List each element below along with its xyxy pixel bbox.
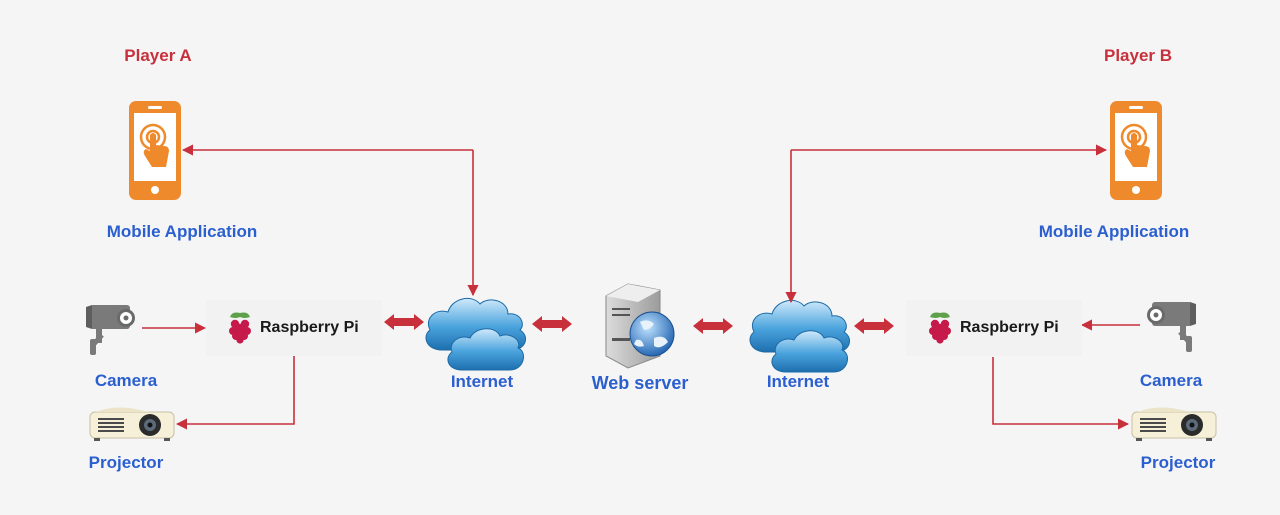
- raspberry-pi-a: Raspberry Pi: [206, 300, 382, 356]
- cloud-icon-b: [749, 299, 851, 373]
- raspberry-pi-b: Raspberry Pi: [906, 300, 1082, 356]
- double-arrow-cloud-rpi-b: [854, 318, 894, 334]
- raspberry-icon: [229, 312, 251, 344]
- cloud-icon-a: [425, 297, 527, 371]
- double-arrow-cloud-server-a: [532, 316, 572, 332]
- camera-icon-b: [1147, 302, 1196, 352]
- double-arrow-rpi-cloud-a: [384, 314, 424, 330]
- projector-icon-b: [1131, 407, 1217, 442]
- projector-label-a: Projector: [88, 453, 164, 472]
- camera-label-b: Camera: [1139, 371, 1203, 390]
- player-a-title: Player A: [124, 46, 192, 65]
- camera-icon-a: [86, 305, 135, 355]
- raspberry-icon: [929, 312, 951, 344]
- double-arrow-server-cloud-b: [693, 318, 733, 334]
- camera-label-a: Camera: [94, 371, 158, 390]
- web-server-label: Web server: [591, 373, 689, 393]
- player-b-title: Player B: [1103, 46, 1173, 65]
- raspberry-pi-label-b: Raspberry Pi: [960, 319, 1059, 336]
- phone-icon-a: [127, 99, 183, 202]
- projector-icon-a: [89, 407, 175, 442]
- internet-label-b: Internet: [766, 372, 830, 391]
- arrow-rpi-to-projector-b: [992, 357, 1130, 430]
- server-icon: [605, 283, 675, 369]
- mobile-app-label-a: Mobile Application: [106, 222, 258, 241]
- raspberry-pi-label-a: Raspberry Pi: [260, 319, 359, 336]
- projector-label-b: Projector: [1140, 453, 1216, 472]
- mobile-app-label-b: Mobile Application: [1038, 222, 1190, 241]
- internet-label-a: Internet: [450, 372, 514, 391]
- arrow-rpi-to-projector-a: [175, 352, 295, 430]
- phone-icon-b: [1108, 99, 1164, 202]
